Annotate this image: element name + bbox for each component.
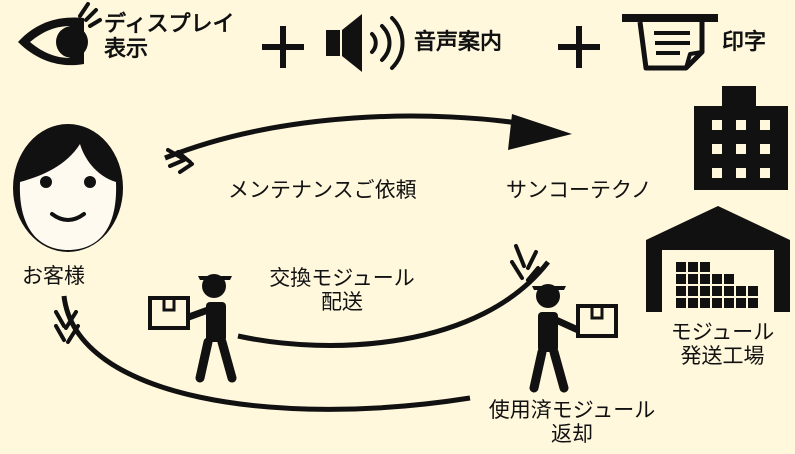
display-label: ディスプレイ 表示 — [104, 12, 244, 63]
print-label: 印字 — [722, 30, 767, 55]
customer-label: お客様 — [22, 264, 85, 288]
replacement-delivery-text: 交換モジュール 配送 — [269, 266, 415, 315]
courier-icon — [529, 284, 618, 393]
plus-sign — [262, 26, 304, 68]
return-arrow — [54, 295, 471, 412]
warehouse-icon — [646, 206, 790, 312]
replacement-delivery-label: 交換モジュール 配送 — [244, 266, 440, 314]
used-module-return-text: 使用済モジュール 返却 — [488, 398, 656, 447]
receipt-print-icon — [622, 14, 718, 71]
delivery-arrow — [237, 244, 550, 348]
factory-label: モジュール 発送工場 — [650, 320, 795, 368]
factory-label-text: モジュール 発送工場 — [670, 320, 775, 369]
request-arrow — [164, 113, 572, 174]
display-label-text: ディスプレイ 表示 — [104, 12, 235, 63]
courier-icon — [148, 274, 237, 383]
customer-face-icon — [13, 124, 123, 252]
speaker-icon — [326, 14, 405, 72]
eye-icon — [18, 2, 102, 66]
voice-guidance-label: 音声案内 — [414, 30, 503, 55]
used-module-return-label: 使用済モジュール 返却 — [472, 398, 672, 446]
office-building-icon — [694, 86, 788, 190]
maintenance-request-label: メンテナンスご依頼 — [228, 178, 417, 202]
company-label: サンコーテクノ — [506, 178, 652, 202]
plus-sign — [558, 26, 600, 68]
